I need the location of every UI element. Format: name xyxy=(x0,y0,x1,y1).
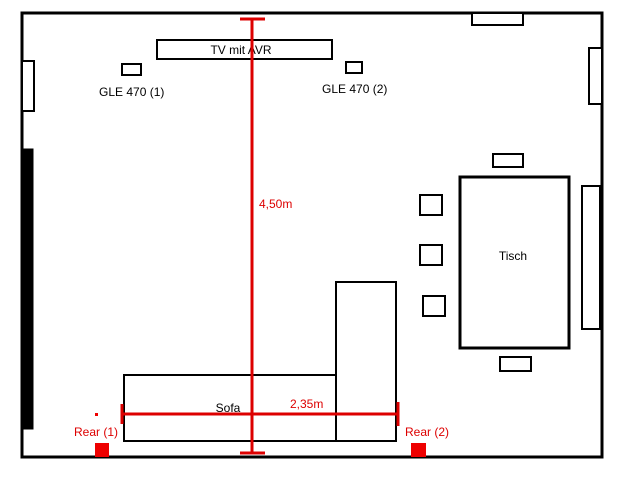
front-speaker-left-label: GLE 470 (1) xyxy=(99,85,164,99)
table-label: Tisch xyxy=(499,249,527,263)
chair-left-1 xyxy=(419,194,443,216)
sofa-label: Sofa xyxy=(216,401,241,415)
front-speaker-right xyxy=(345,61,363,74)
tv-box xyxy=(156,39,333,60)
window-right-top xyxy=(588,47,603,105)
tv-label: TV mit AVR xyxy=(210,43,271,57)
rear-speaker-right xyxy=(411,443,426,457)
window-left xyxy=(21,60,35,112)
rear-speaker-left xyxy=(95,443,109,457)
width-measure-label: 2,35m xyxy=(290,397,323,411)
depth-measure-label: 4,50m xyxy=(259,197,292,211)
wall-block-left xyxy=(21,148,34,430)
chair-left-2 xyxy=(419,244,443,266)
chair-top xyxy=(492,153,524,168)
front-speaker-right-label: GLE 470 (2) xyxy=(322,82,387,96)
sofa-chaise xyxy=(335,281,397,442)
rear-dot xyxy=(95,413,98,416)
rear-speaker-left-label: Rear (1) xyxy=(74,425,118,439)
window-right xyxy=(581,185,601,330)
front-speaker-left xyxy=(121,63,142,76)
chair-bottom xyxy=(499,356,532,372)
rear-speaker-right-label: Rear (2) xyxy=(405,425,449,439)
window-top xyxy=(471,12,524,26)
chair-left-3 xyxy=(422,295,446,317)
table xyxy=(458,175,571,350)
